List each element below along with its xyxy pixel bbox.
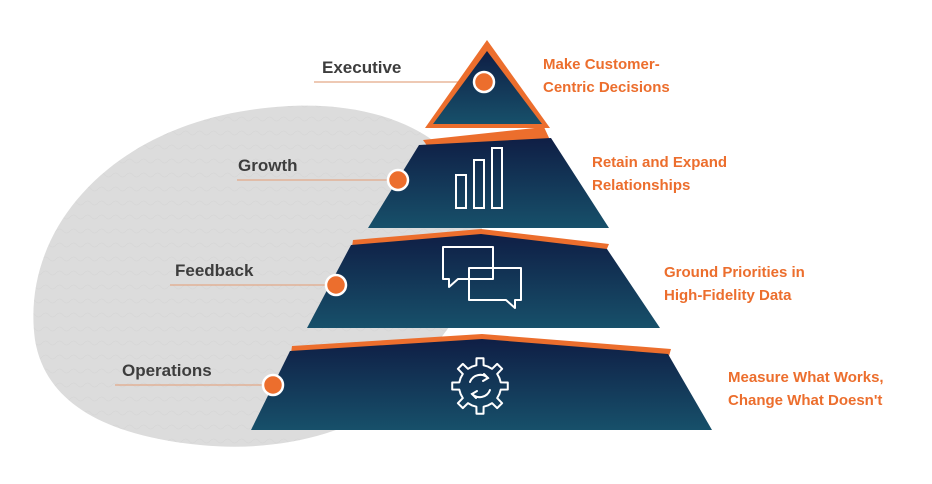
description-line: Make Customer- — [543, 56, 660, 73]
marker-dot-executive — [472, 70, 496, 94]
description-line: Relationships — [592, 177, 691, 194]
description-line: Measure What Works, — [728, 369, 884, 386]
tier-operations — [251, 334, 712, 430]
description-line: Retain and Expand — [592, 154, 728, 171]
tier-label-feedback: Feedback — [175, 261, 254, 280]
description-line: Ground Priorities in — [664, 264, 805, 281]
chat-bubbles-icon — [442, 246, 522, 309]
tier-label-growth: Growth — [238, 156, 298, 175]
tier-label-operations: Operations — [122, 361, 212, 380]
marker-dot-operations — [261, 373, 285, 397]
tier-label-executive: Executive — [322, 58, 402, 77]
description-line: Change What Doesn't — [728, 392, 883, 409]
marker-dot-growth — [386, 168, 410, 192]
marker-dot-feedback — [324, 273, 348, 297]
description-line: High-Fidelity Data — [664, 287, 792, 304]
tier-markers — [261, 70, 496, 397]
tier-description-executive: Make Customer- Centric Decisions — [543, 53, 670, 99]
bar-chart-icon — [455, 147, 503, 209]
tier-description-feedback: Ground Priorities in High-Fidelity Data — [664, 261, 805, 307]
tier-feedback — [307, 229, 660, 328]
tier-description-growth: Retain and Expand Relationships — [592, 151, 727, 197]
gear-refresh-icon — [451, 357, 509, 415]
tier-growth — [368, 127, 609, 228]
tier-description-operations: Measure What Works, Change What Doesn't — [728, 366, 884, 412]
connector-lines — [115, 81, 480, 386]
description-line: Centric Decisions — [543, 79, 670, 96]
